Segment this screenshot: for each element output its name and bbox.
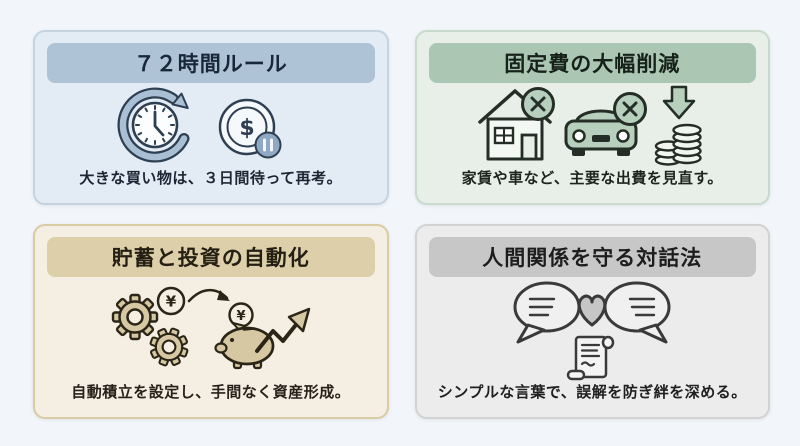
card-auto-invest-title-bar: 貯蓄と投資の自動化 [47,237,375,277]
expenses-graphic [478,85,702,166]
card-dialogue-title: 人間関係を守る対話法 [482,247,703,270]
yen-coin-icon: ¥ [156,286,185,316]
card-72h-title-bar: ７２時間ルール [47,43,375,83]
growth-arrow-icon [254,307,310,353]
card-72h-description: 大きな買い物は、３日間待って再考。 [79,170,343,187]
card-72h-illustration: $ [47,83,375,167]
house-cancel-icon [478,87,556,161]
card-72h-title: ７２時間ルール [133,53,288,76]
dollar-coin-pause-icon: $ [218,98,282,159]
card-auto-invest: 貯蓄と投資の自動化 [33,224,389,419]
piggy-bank-icon [214,322,275,370]
speech-bubbles-heart-icon [513,281,671,344]
transfer-arrow-icon [187,288,230,303]
card-auto-invest-illustration: ¥ ¥ [47,277,375,381]
card-fixed-costs-title-bar: 固定費の大幅削減 [428,43,756,83]
svg-text:¥: ¥ [166,293,177,311]
card-fixed-costs-title: 固定費の大幅削減 [504,53,681,76]
automation-graphic: ¥ ¥ [111,286,310,370]
dialogue-graphic [513,281,671,381]
svg-text:¥: ¥ [236,309,245,324]
card-fixed-costs: 固定費の大幅削減 [414,30,770,205]
card-auto-invest-description: 自動積立を設定し、手間なく資産形成。 [71,384,351,401]
svg-text:$: $ [239,116,254,141]
coins-decrease-icon [655,85,702,166]
card-dialogue: 人間関係を守る対話法 [414,224,770,419]
card-fixed-costs-illustration [429,83,757,167]
card-72h-rule: ７２時間ルール [33,30,389,205]
clock-rewind-icon [117,87,190,163]
car-cancel-icon [564,92,648,156]
card-dialogue-illustration [429,277,757,381]
clock-and-coin-graphic: $ [117,87,282,163]
gears-icon [111,293,189,367]
scroll-icon [567,335,615,381]
card-auto-invest-title: 貯蓄と投資の自動化 [111,247,310,270]
card-dialogue-title-bar: 人間関係を守る対話法 [428,237,756,277]
card-dialogue-description: シンプルな言葉で、誤解を防ぎ絆を深める。 [437,384,747,401]
card-fixed-costs-description: 家賃や車など、主要な出費を見直す。 [461,170,723,187]
